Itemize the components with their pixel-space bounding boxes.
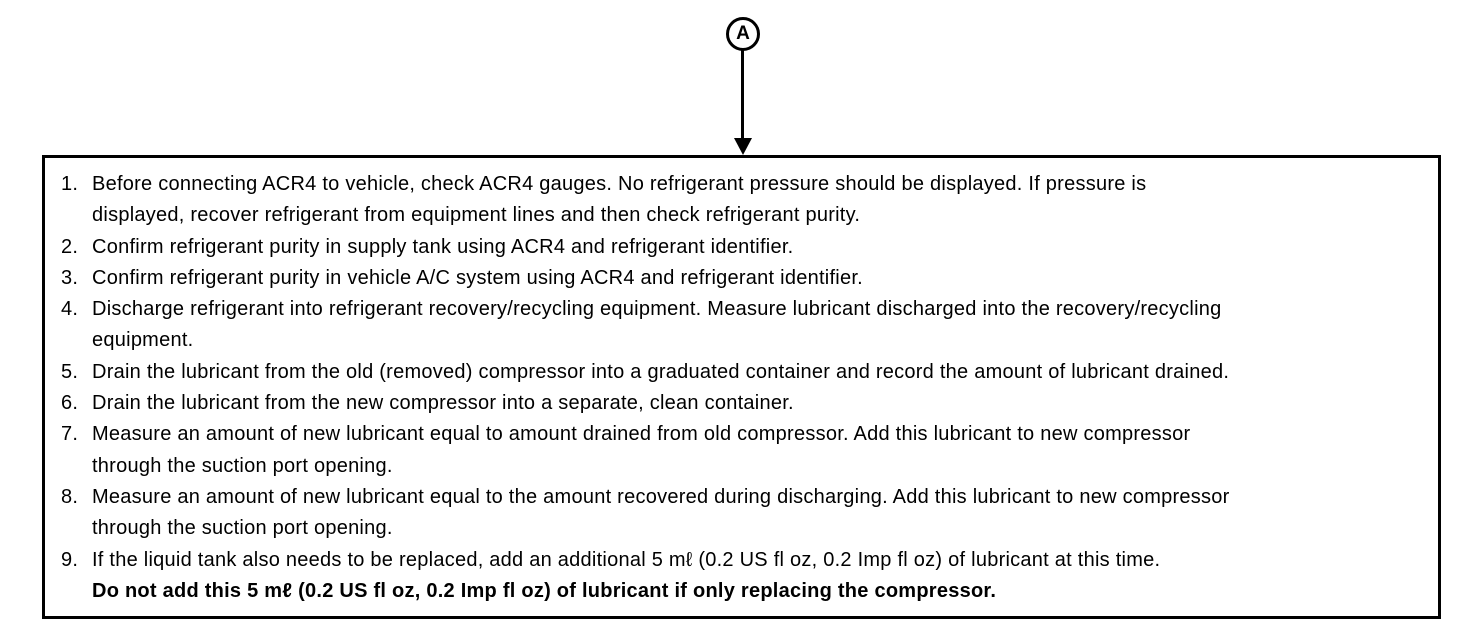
list-item: 3. Confirm refrigerant purity in vehicle…	[61, 263, 1420, 294]
item-line: If the liquid tank also needs to be repl…	[92, 548, 1161, 571]
list-item: 1. Before connecting ACR4 to vehicle, ch…	[61, 169, 1420, 232]
instruction-box: 1. Before connecting ACR4 to vehicle, ch…	[42, 155, 1441, 619]
arrow-down-icon	[734, 138, 752, 155]
callout-a-badge: A	[726, 17, 760, 51]
item-line: equipment.	[92, 329, 194, 352]
item-number: 3.	[61, 266, 79, 289]
list-item: 4. Discharge refrigerant into refrigeran…	[61, 294, 1420, 357]
item-text: Drain the lubricant from the old (remove…	[92, 357, 1420, 388]
item-text: Drain the lubricant from the new compres…	[92, 388, 1420, 419]
item-line: Confirm refrigerant purity in vehicle A/…	[92, 266, 863, 289]
item-line-warning: Do not add this 5 mℓ (0.2 US fl oz, 0.2 …	[92, 579, 997, 602]
item-text: Before connecting ACR4 to vehicle, check…	[92, 169, 1420, 232]
list-item: 6. Drain the lubricant from the new comp…	[61, 388, 1420, 419]
callout-a-label: A	[736, 23, 750, 44]
item-text: Confirm refrigerant purity in vehicle A/…	[92, 263, 1420, 294]
item-line: Discharge refrigerant into refrigerant r…	[92, 298, 1222, 321]
item-line: Drain the lubricant from the new compres…	[92, 392, 794, 415]
item-line: displayed, recover refrigerant from equi…	[92, 204, 861, 227]
item-number: 2.	[61, 235, 79, 258]
callout-pointer-line	[741, 50, 744, 139]
item-text: Confirm refrigerant purity in supply tan…	[92, 232, 1420, 263]
item-line: through the suction port opening.	[92, 517, 393, 540]
item-number: 1.	[61, 173, 79, 195]
item-line: through the suction port opening.	[92, 454, 393, 477]
list-item: 9. If the liquid tank also needs to be r…	[61, 545, 1420, 608]
item-text: Discharge refrigerant into refrigerant r…	[92, 294, 1420, 357]
item-line: Measure an amount of new lubricant equal…	[92, 423, 1191, 446]
item-text: If the liquid tank also needs to be repl…	[92, 545, 1420, 608]
list-item: 5. Drain the lubricant from the old (rem…	[61, 357, 1420, 388]
item-number: 5.	[61, 360, 79, 383]
list-item: 7. Measure an amount of new lubricant eq…	[61, 419, 1420, 482]
list-item: 2. Confirm refrigerant purity in supply …	[61, 232, 1420, 263]
item-text: Measure an amount of new lubricant equal…	[92, 419, 1420, 482]
item-line: Drain the lubricant from the old (remove…	[92, 360, 1230, 383]
item-number: 8.	[61, 485, 79, 508]
item-number: 6.	[61, 392, 79, 415]
item-text: Measure an amount of new lubricant equal…	[92, 482, 1420, 545]
list-item: 8. Measure an amount of new lubricant eq…	[61, 482, 1420, 545]
item-line: Measure an amount of new lubricant equal…	[92, 485, 1230, 508]
item-line: Before connecting ACR4 to vehicle, check…	[92, 173, 1147, 195]
item-number: 4.	[61, 298, 79, 321]
item-line: Confirm refrigerant purity in supply tan…	[92, 235, 794, 258]
item-number: 9.	[61, 548, 79, 571]
item-number: 7.	[61, 423, 79, 446]
